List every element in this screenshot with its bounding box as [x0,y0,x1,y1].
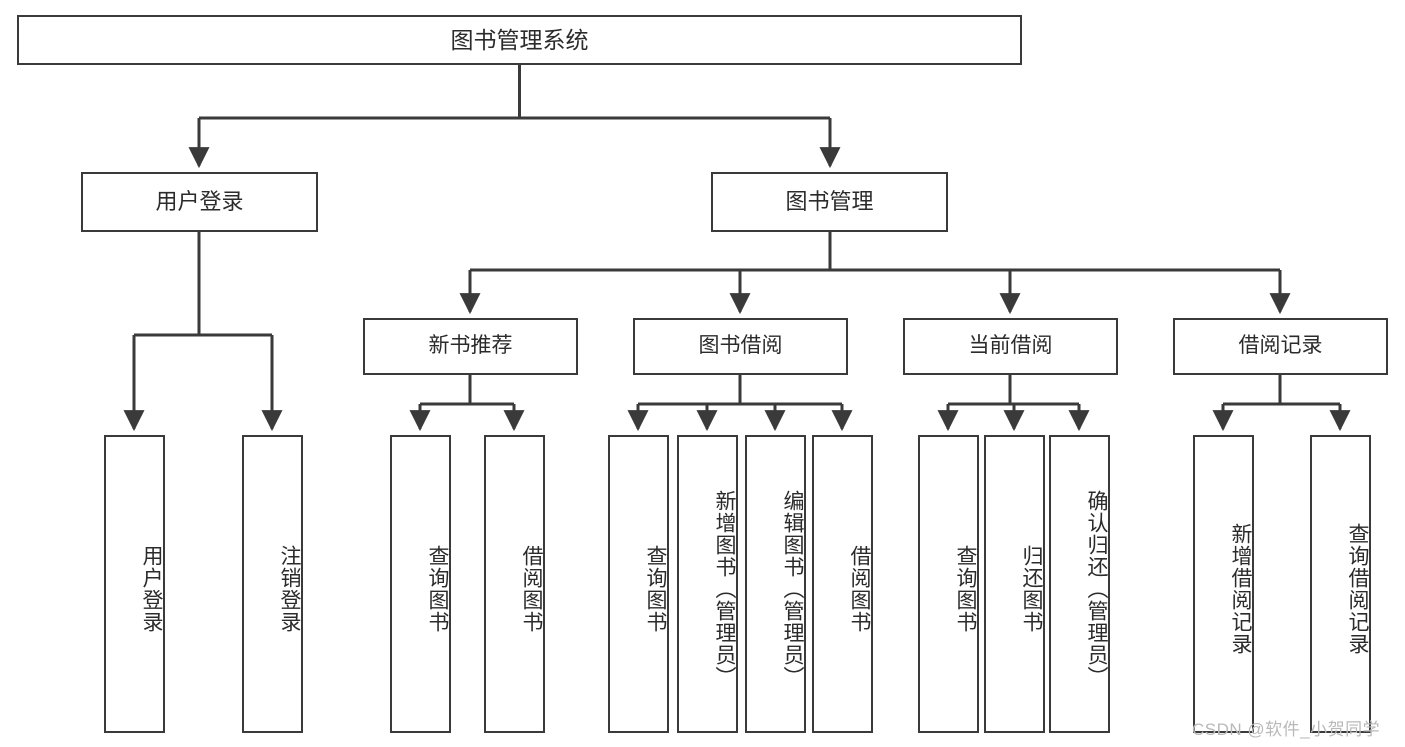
node-root-label: 图书管理系统 [450,26,589,53]
node-leaf-borrow-book-1[interactable]: 借阅图书 [484,435,545,733]
node-borrow-record-label: 借阅记录 [1238,334,1323,358]
node-leaf-edit-book[interactable]: 编辑图书（管理员） [745,435,806,733]
node-leaf-add-record-label: 新增借阅记录 [1229,523,1252,655]
node-leaf-user-login-label: 用户登录 [140,545,163,633]
node-borrow-record[interactable]: 借阅记录 [1173,318,1388,375]
node-leaf-user-login[interactable]: 用户登录 [104,435,165,733]
node-book-borrow[interactable]: 图书借阅 [633,318,848,375]
node-leaf-query-book-1[interactable]: 查询图书 [390,435,451,733]
node-leaf-query-record-label: 查询借阅记录 [1346,523,1369,655]
node-leaf-return-book[interactable]: 归还图书 [984,435,1045,733]
node-current-borrow[interactable]: 当前借阅 [903,318,1118,375]
node-root[interactable]: 图书管理系统 [17,15,1022,65]
node-new-book-recommend[interactable]: 新书推荐 [363,318,578,375]
node-new-book-recommend-label: 新书推荐 [428,334,513,358]
node-leaf-query-record[interactable]: 查询借阅记录 [1310,435,1371,733]
node-book-borrow-label: 图书借阅 [698,334,783,358]
csdn-watermark: CSDN @软件_小贺同学 [1192,720,1381,739]
node-leaf-query-book-2-label: 查询图书 [644,545,667,633]
node-leaf-query-book-3[interactable]: 查询图书 [918,435,979,733]
node-leaf-query-book-3-label: 查询图书 [954,545,977,633]
node-leaf-edit-book-label: 编辑图书（管理员） [781,490,804,688]
node-leaf-logout-login[interactable]: 注销登录 [242,435,303,733]
node-leaf-return-book-label: 归还图书 [1020,545,1043,633]
node-leaf-borrow-book-2-label: 借阅图书 [848,545,871,633]
node-book-management-label: 图书管理 [785,189,874,215]
node-current-borrow-label: 当前借阅 [968,334,1053,358]
node-leaf-add-record[interactable]: 新增借阅记录 [1193,435,1254,733]
node-leaf-add-book-label: 新增图书（管理员） [713,490,736,688]
node-leaf-query-book-2[interactable]: 查询图书 [608,435,669,733]
node-leaf-confirm-return-label: 确认归还（管理员） [1085,490,1108,688]
node-book-management[interactable]: 图书管理 [711,172,948,232]
node-leaf-borrow-book-2[interactable]: 借阅图书 [812,435,873,733]
node-leaf-borrow-book-1-label: 借阅图书 [520,545,543,633]
node-user-login-label: 用户登录 [155,189,244,215]
node-leaf-add-book[interactable]: 新增图书（管理员） [677,435,738,733]
node-leaf-query-book-1-label: 查询图书 [426,545,449,633]
node-leaf-logout-login-label: 注销登录 [278,545,301,633]
node-user-login[interactable]: 用户登录 [81,172,318,232]
node-leaf-confirm-return[interactable]: 确认归还（管理员） [1049,435,1110,733]
